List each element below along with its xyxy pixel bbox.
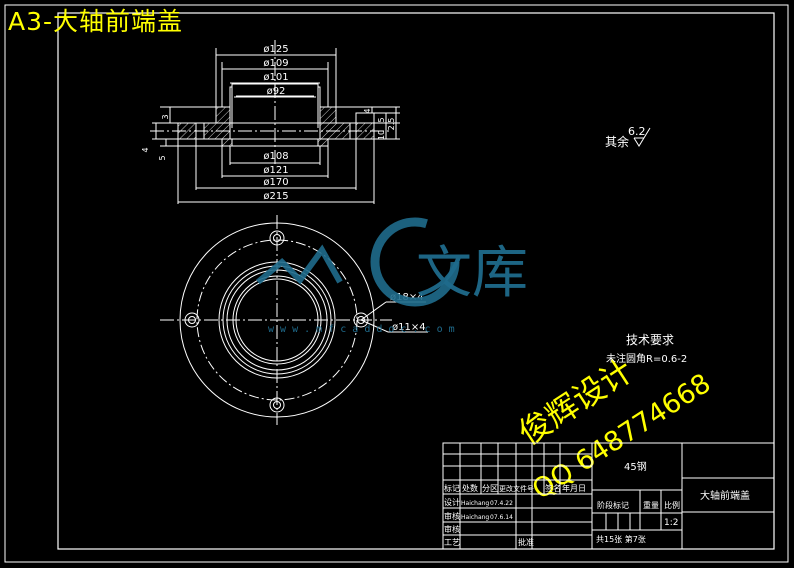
tb-row-design: 设计 [444,497,460,507]
watermark-site: w w w . m f c a d d o c . c o m [268,324,455,335]
surface-finish-value: 6.2 [628,125,646,138]
tech-requirements-title: 技术要求 [626,333,674,347]
dim-d108: ø108 [263,151,288,162]
tb-check-date: 07.6.14 [490,514,513,521]
dim-right-2-5: 2.5 [387,118,396,131]
tb-part-name: 大轴前端盖 [700,489,750,502]
dim-d101: ø101 [263,72,288,83]
tech-requirements: 技术要求 未注圆角R=0.6-2 [606,333,687,365]
callout-holes-11: ø11×4 [392,322,426,333]
tb-row-check: 审核 [444,511,460,521]
tb-weight-label: 重量 [643,500,659,510]
tb-row-craft: 工艺 [444,538,460,547]
tb-header-sign: 签名 [545,483,561,493]
outer-frame [4,4,789,563]
tb-row-tech: 审核 [444,524,460,534]
dim-left-3: 3 [161,114,170,119]
dim-right-4: 4 [363,108,372,113]
tb-header-doc: 更改文件号 [499,484,534,493]
title-block [442,442,775,550]
section-dimension-texts: ø125 ø109 ø101 ø92 ø108 ø121 ø170 ø215 3… [141,44,396,202]
watermark-logo-icon [370,217,460,307]
tb-row-approve: 批准 [518,537,534,547]
dim-left-5: 5 [158,155,167,160]
plan-view [160,215,428,425]
dim-d125: ø125 [263,44,288,55]
dim-left-4: 4 [141,147,150,152]
tb-design-person: Haichang [461,500,489,507]
surface-finish-label: 其余 [605,134,629,149]
dim-d109: ø109 [263,58,288,69]
dim-d170: ø170 [263,177,288,188]
tech-requirements-line1: 未注圆角R=0.6-2 [606,352,687,365]
roughness-symbol-icon [633,127,651,147]
tb-header-zone: 分区 [482,484,498,493]
tb-design-date: 07.4.22 [490,500,513,507]
tb-sheets: 共15张 第7张 [596,534,646,544]
tb-header-date: 年月日 [562,483,586,493]
dim-right-10: 10 [377,130,386,140]
page-title: A3-大轴前端盖 [8,7,184,36]
tb-check-person: Haichang [461,514,489,521]
dim-right-5: 5 [377,117,386,122]
tb-stage-label: 阶段标记 [597,500,629,510]
tb-header-count: 处数 [462,483,478,493]
tb-material: 45钢 [624,460,647,473]
surface-finish: 其余 6.2 [605,125,651,149]
title-block-texts: 45钢 大轴前端盖 标记 处数 分区 更改文件号 签名 年月日 设计 Haich… [444,460,750,547]
dim-d215: ø215 [263,191,288,202]
tb-scale-value: 1:2 [664,518,678,528]
tb-scale-label: 比例 [664,500,680,510]
section-view [150,40,400,204]
tb-header-mark: 标记 [444,483,460,493]
dim-d92: ø92 [267,86,286,97]
watermark-brand: 文库 [416,241,528,306]
inner-frame [57,12,775,550]
dim-d121: ø121 [263,165,288,176]
